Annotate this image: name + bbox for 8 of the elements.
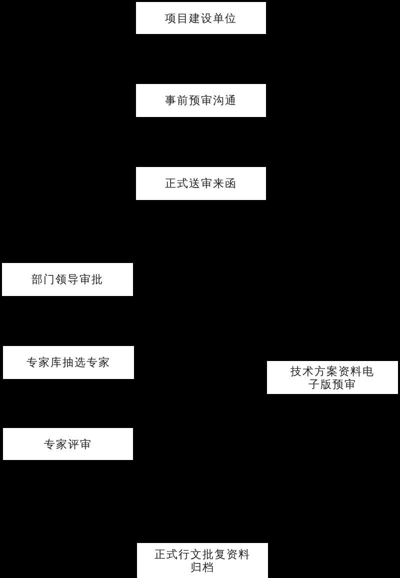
process-box: 正式送审来函 [136, 167, 266, 200]
process-box: 专家库抽选专家 [3, 346, 134, 379]
process-box: 技术方案资料电子版预审 [267, 361, 398, 394]
process-box: 专家评审 [3, 428, 133, 460]
process-box: 事前预审沟通 [136, 84, 266, 117]
process-box: 部门领导审批 [2, 263, 133, 296]
process-box: 项目建设单位 [136, 2, 266, 34]
process-box: 正式行文批复资料归档 [137, 543, 268, 578]
